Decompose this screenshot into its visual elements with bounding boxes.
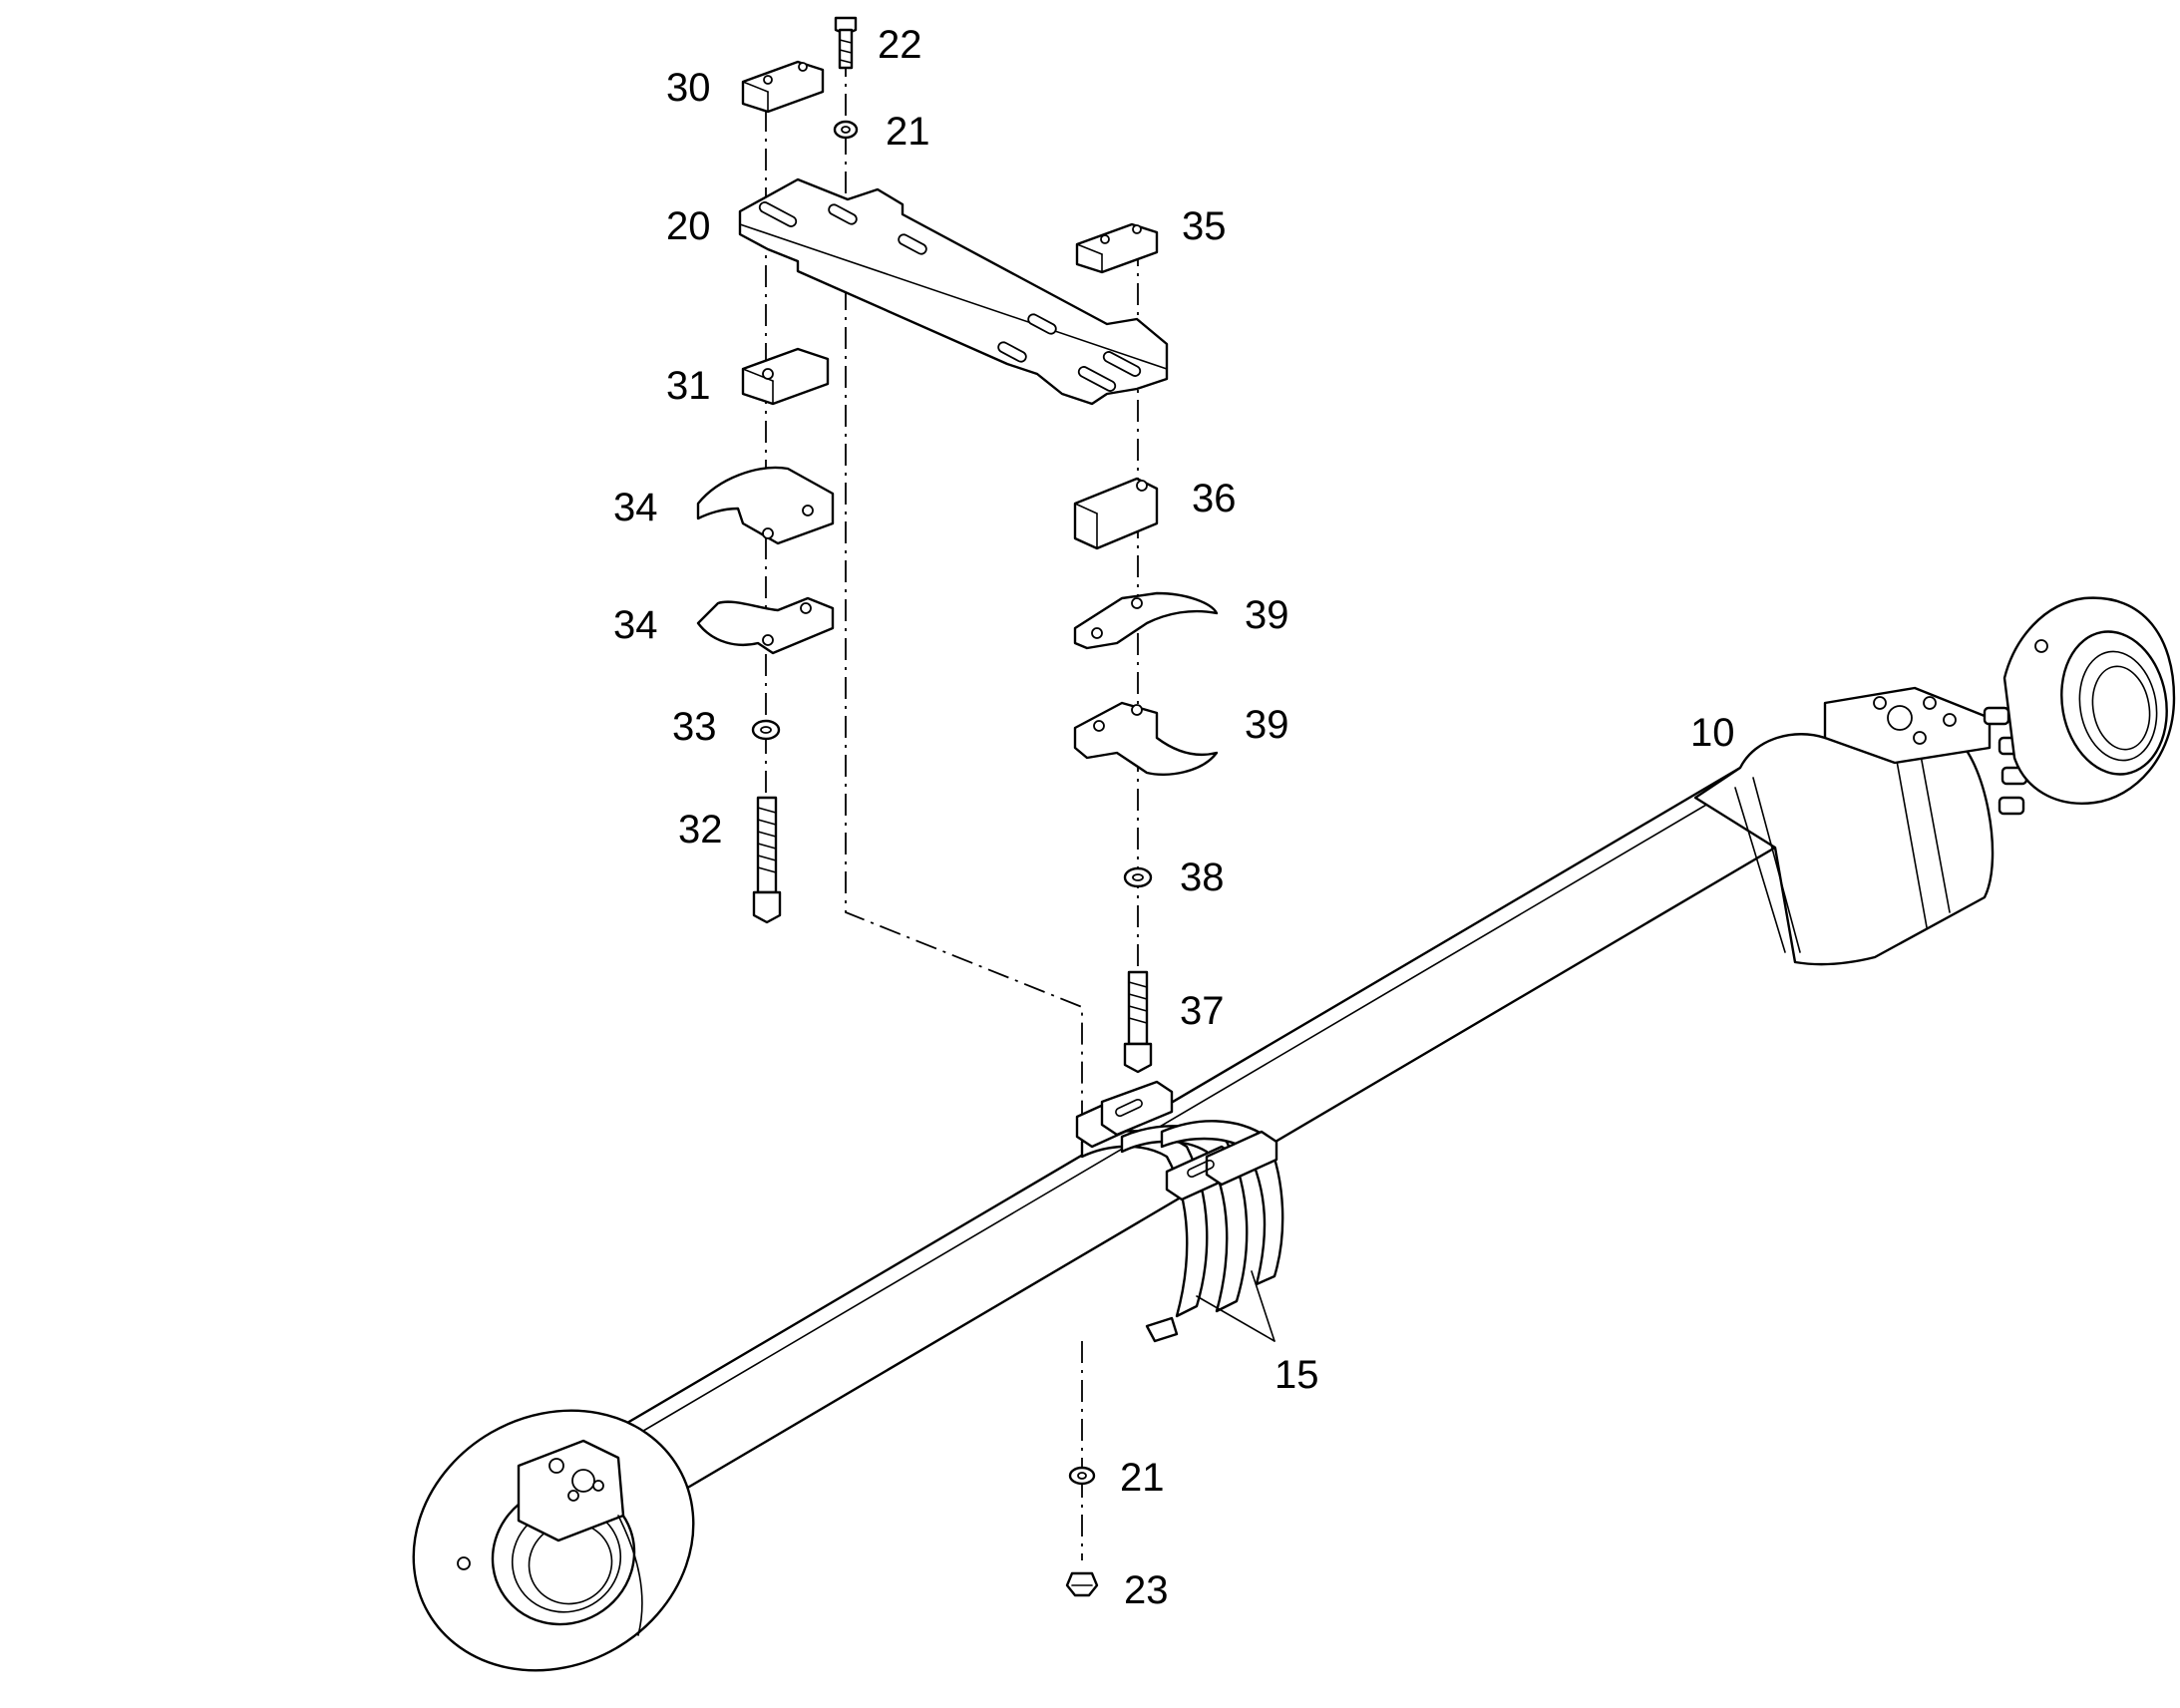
callout-34-upper: 34 (613, 486, 658, 529)
callout-36: 36 (1192, 477, 1237, 520)
callout-32: 32 (678, 808, 723, 852)
callout-39-lower: 39 (1245, 703, 1289, 747)
callout-labels: 10 15 20 21 21 22 23 30 31 32 33 34 34 3… (613, 23, 1735, 1612)
callout-34-lower: 34 (613, 603, 658, 647)
callout-35: 35 (1182, 204, 1227, 248)
callout-15: 15 (1274, 1353, 1319, 1397)
callout-38: 38 (1180, 855, 1225, 899)
callout-30: 30 (666, 66, 711, 110)
callout-23: 23 (1124, 1568, 1169, 1612)
left-stack-parts (696, 60, 835, 924)
callout-33: 33 (672, 705, 717, 749)
callout-22: 22 (878, 23, 922, 67)
callout-21-bottom: 21 (1120, 1456, 1165, 1500)
band-clamps (1075, 1080, 1284, 1343)
top-center-parts (833, 16, 859, 140)
callout-21-top: 21 (886, 110, 930, 154)
bottom-center-parts (1065, 1466, 1099, 1597)
callout-20: 20 (666, 204, 711, 248)
right-stack-parts (1073, 222, 1219, 1074)
bracket-plate (738, 177, 1169, 406)
callout-10: 10 (1690, 711, 1735, 755)
callout-39-upper: 39 (1245, 593, 1289, 637)
callout-31: 31 (666, 364, 711, 408)
callout-37: 37 (1180, 989, 1225, 1033)
